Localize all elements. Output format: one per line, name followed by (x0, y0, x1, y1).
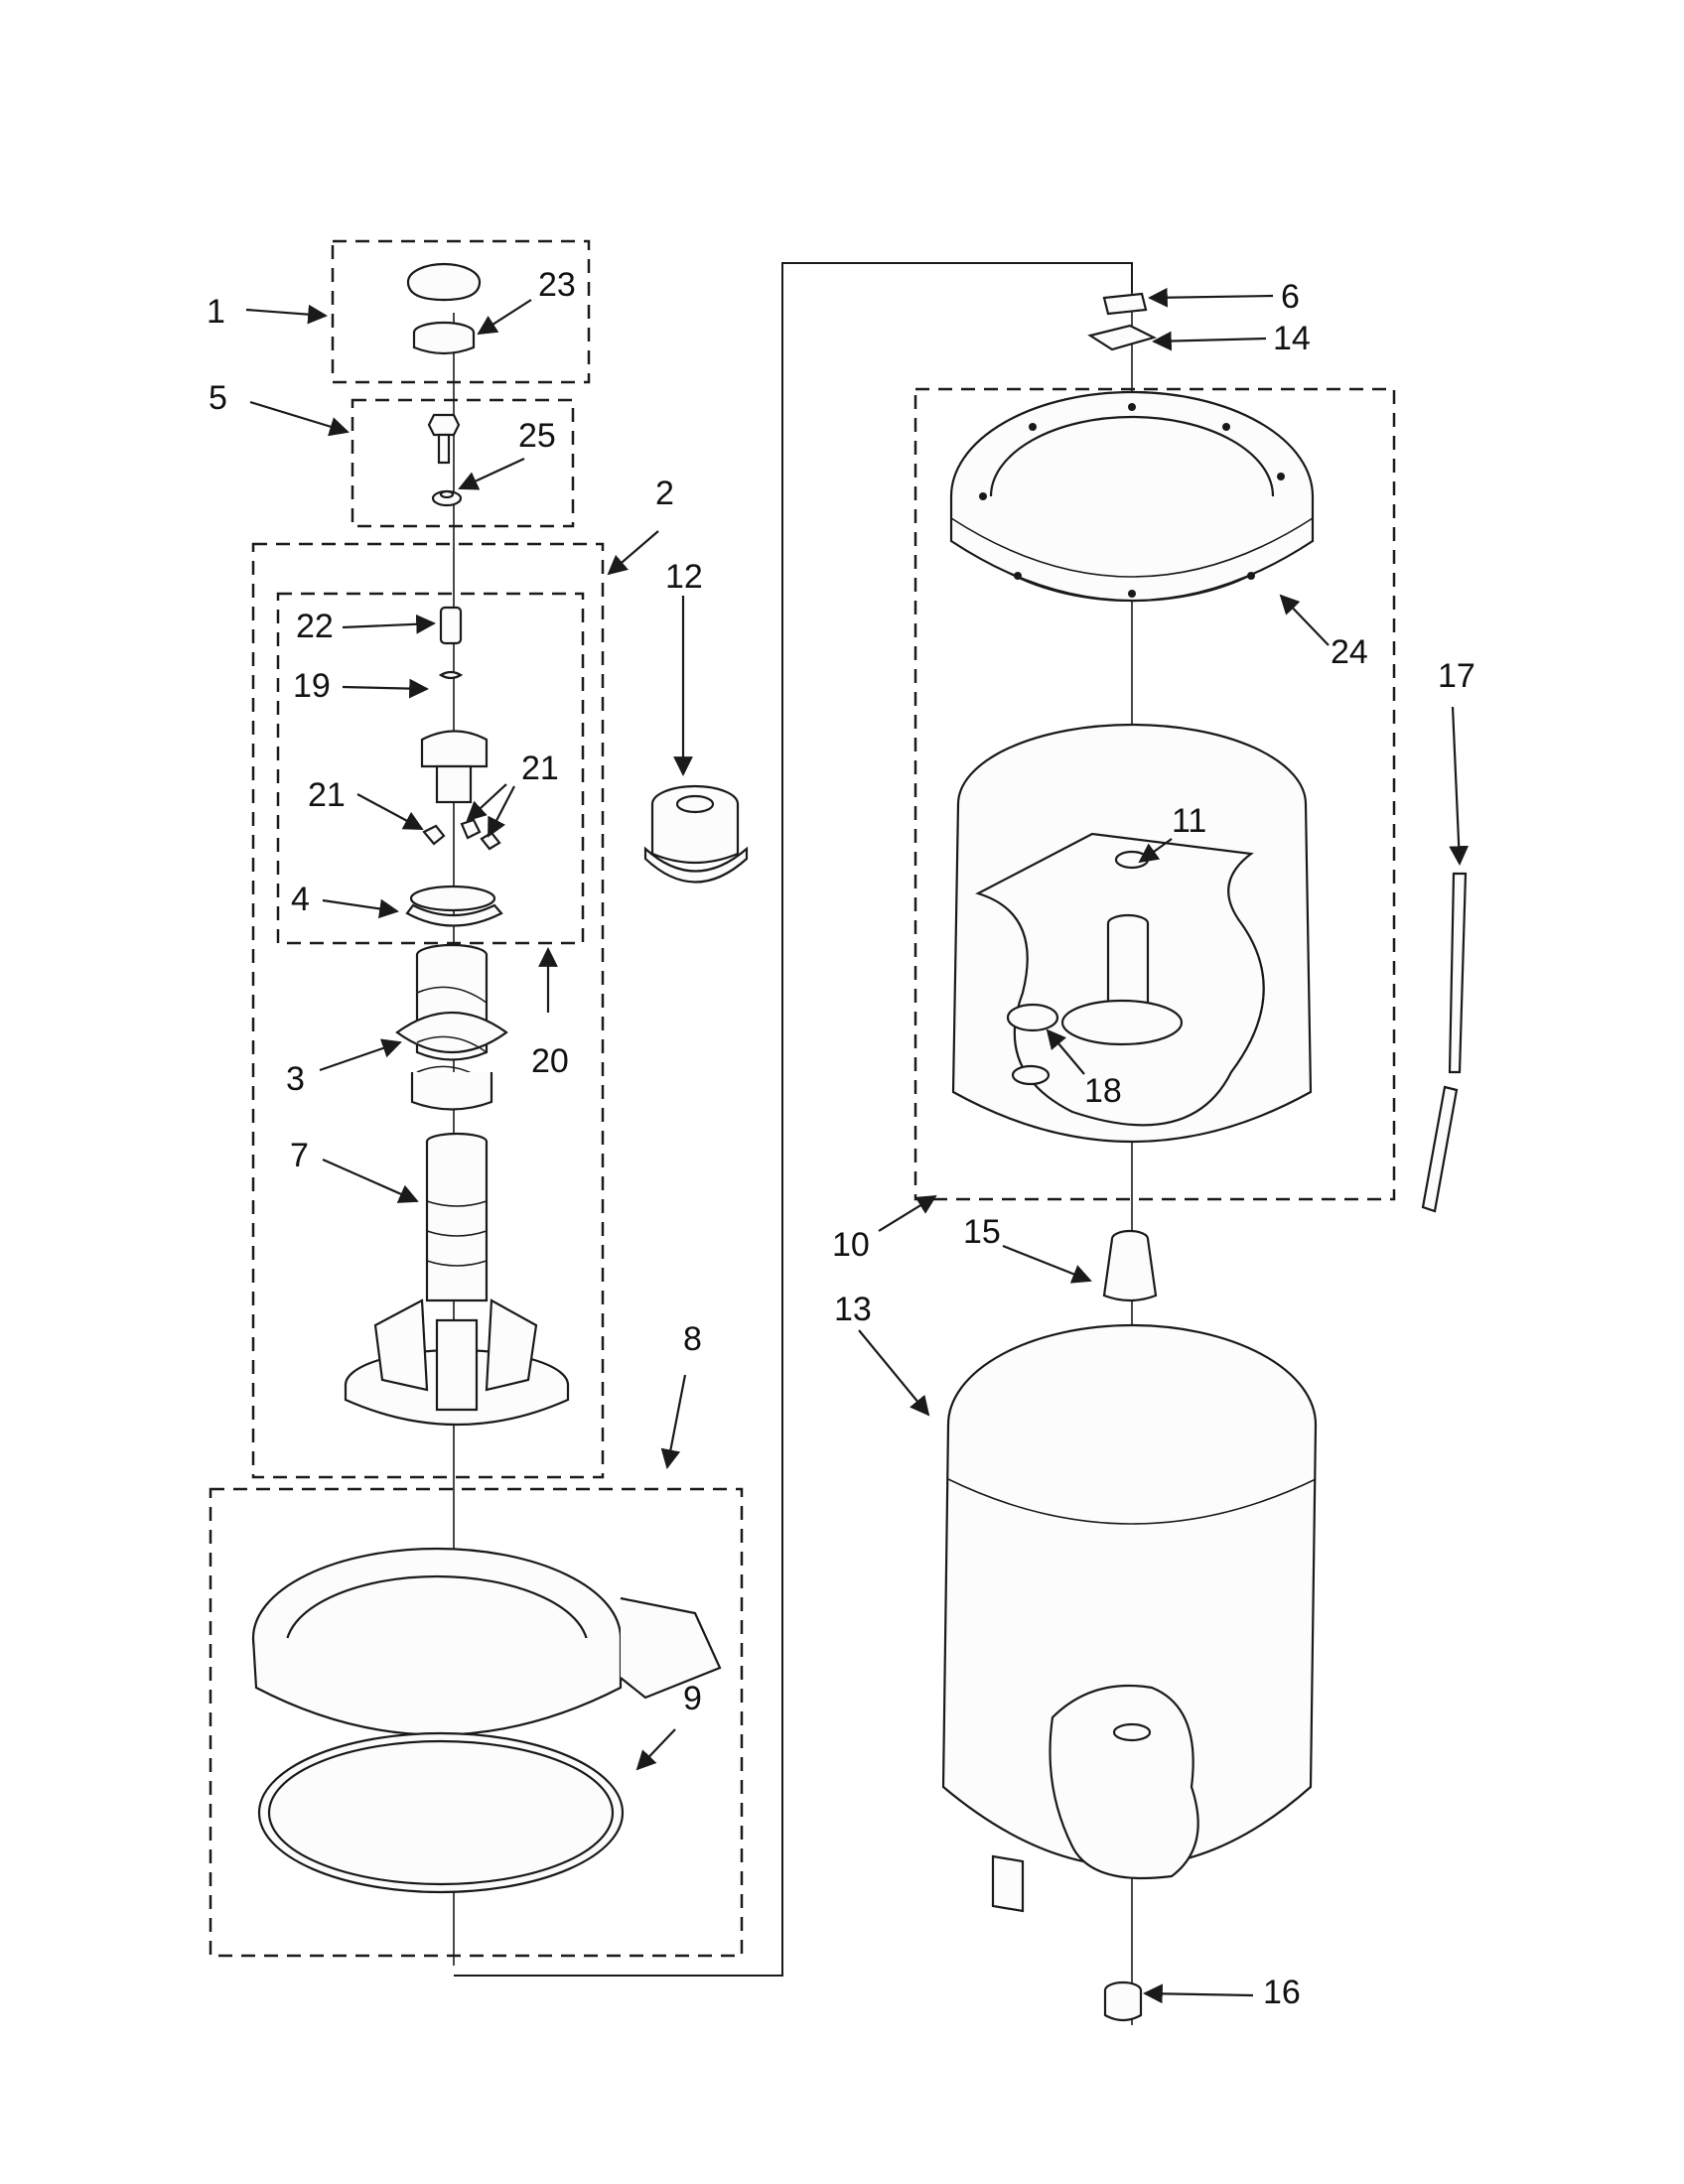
connector-line (454, 262, 1133, 1977)
group-box-1 (331, 239, 591, 384)
cam-assembly-parts (405, 606, 503, 927)
callout-arrows (245, 287, 1470, 2004)
callout-label: 1 (207, 293, 225, 331)
callout-label: 24 (1331, 633, 1368, 671)
hose-part (1421, 872, 1468, 1213)
clip-parts (1087, 292, 1158, 351)
callout-label: 4 (291, 881, 310, 918)
callout-label: 2 (655, 475, 674, 512)
callout-label: 21 (521, 750, 559, 787)
callout-label: 8 (683, 1320, 702, 1358)
tub-ring-part (251, 1547, 722, 1894)
group-box-20 (276, 592, 585, 945)
callout-label: 10 (832, 1226, 870, 1264)
bushing-part (643, 784, 749, 884)
group-box-10 (913, 387, 1396, 1201)
callout-label: 22 (296, 608, 334, 645)
callout-label: 17 (1438, 657, 1475, 695)
callout-label: 23 (538, 266, 576, 304)
plug-part (1103, 1980, 1143, 2022)
callout-label: 16 (1263, 1974, 1301, 2011)
callout-label: 3 (286, 1060, 305, 1098)
balance-ring-part (949, 390, 1315, 603)
group-box-8 (209, 1487, 744, 1958)
callout-label: 25 (518, 417, 556, 455)
callout-label: 9 (683, 1680, 702, 1717)
bolt-part (427, 413, 463, 507)
callout-label: 21 (308, 776, 346, 814)
callout-label: 12 (665, 558, 703, 596)
callout-label: 11 (1172, 802, 1206, 840)
callout-label: 20 (531, 1042, 569, 1080)
callout-label: 5 (209, 379, 227, 417)
callout-label: 13 (834, 1291, 872, 1328)
callout-label: 14 (1273, 320, 1311, 357)
agitator-base-part (344, 1132, 570, 1427)
outer-tub-part (941, 1323, 1318, 1913)
callout-label: 7 (290, 1137, 309, 1174)
basket-part (951, 723, 1313, 1144)
callout-label: 18 (1084, 1072, 1122, 1110)
coupling-part (1102, 1229, 1158, 1302)
callout-label: 15 (963, 1213, 1001, 1251)
auger-part (395, 943, 508, 1111)
agitator-cap-part (406, 262, 482, 355)
callout-label: 19 (293, 667, 331, 705)
group-box-5 (351, 398, 575, 528)
callout-label: 6 (1281, 278, 1300, 316)
